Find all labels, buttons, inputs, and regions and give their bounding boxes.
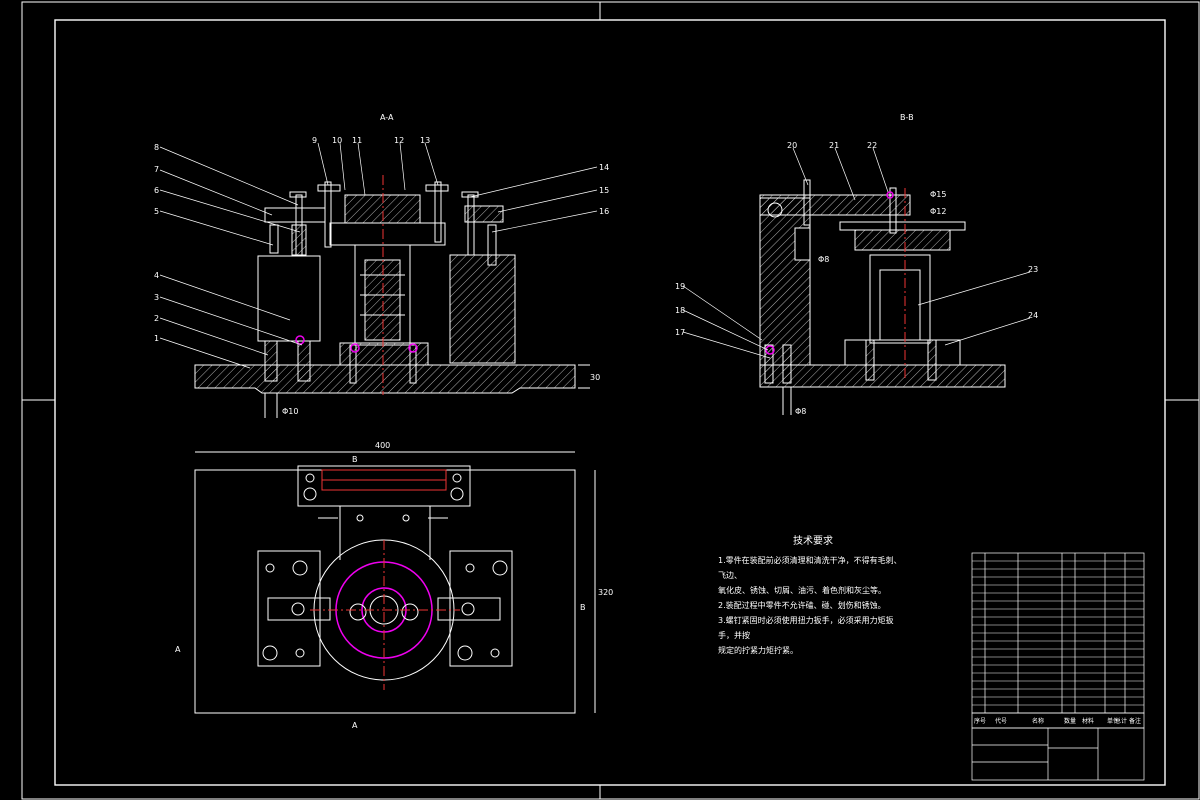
svg-text:单件: 单件 bbox=[1107, 717, 1119, 725]
part-number: 7 bbox=[154, 165, 159, 174]
dimension-fit: Φ10 bbox=[282, 407, 298, 416]
plan-view bbox=[194, 451, 596, 714]
part-number: 5 bbox=[154, 207, 159, 216]
dimension-width: 400 bbox=[375, 441, 390, 450]
dimension-fit: Φ15 bbox=[930, 190, 946, 199]
part-number: 21 bbox=[829, 141, 839, 150]
leaders-main bbox=[159, 142, 598, 369]
part-number: 14 bbox=[599, 163, 609, 172]
tech-note-line: 氧化皮、锈蚀、切屑、油污、着色剂和灰尘等。 bbox=[718, 586, 886, 595]
part-number: 15 bbox=[599, 186, 609, 195]
dimension-fit: Φ8 bbox=[795, 407, 806, 416]
title-block bbox=[971, 552, 1145, 781]
part-number: 12 bbox=[394, 136, 404, 145]
part-number: 24 bbox=[1028, 311, 1038, 320]
section-mark: A bbox=[175, 645, 181, 654]
dimension-fit: Φ8 bbox=[818, 255, 829, 264]
part-number: 18 bbox=[675, 306, 685, 315]
part-number: 17 bbox=[675, 328, 685, 337]
sheet-border bbox=[21, 1, 1200, 800]
part-number: 11 bbox=[352, 136, 362, 145]
svg-text:代号: 代号 bbox=[995, 717, 1007, 725]
dimension-base: 30 bbox=[590, 373, 600, 382]
part-number: 23 bbox=[1028, 265, 1038, 274]
text-labels: A-A B-B A A B B 8 7 6 5 4 3 2 1 9 10 11 … bbox=[154, 113, 1038, 730]
svg-text:总计: 总计 bbox=[1115, 717, 1127, 725]
tech-note-line: 3.螺钉紧固时必须使用扭力扳手，必须采用力矩扳手，并按 bbox=[718, 616, 894, 640]
part-number: 22 bbox=[867, 141, 877, 150]
section-mark: B bbox=[352, 455, 358, 464]
view-label-side: B-B bbox=[900, 113, 914, 122]
part-number: 10 bbox=[332, 136, 342, 145]
part-number: 13 bbox=[420, 136, 430, 145]
part-number: 8 bbox=[154, 143, 159, 152]
part-number: 1 bbox=[154, 334, 159, 343]
dimension-fit: Φ12 bbox=[930, 207, 946, 216]
part-number: 3 bbox=[154, 293, 159, 302]
svg-text:数量: 数量 bbox=[1064, 717, 1076, 725]
part-number: 16 bbox=[599, 207, 609, 216]
svg-text:材料: 材料 bbox=[1082, 717, 1094, 725]
title-block-header: 序号 代号 名称 数量 材料 单件 总计 备注 bbox=[974, 717, 1141, 725]
part-number: 9 bbox=[312, 136, 317, 145]
technical-requirements: 技术要求 1.零件在装配前必须清理和清洗干净，不得有毛刺、飞边、 氧化皮、锈蚀、… bbox=[718, 534, 908, 658]
leaders-side bbox=[682, 147, 1031, 359]
svg-text:序号: 序号 bbox=[974, 717, 986, 725]
part-number: 2 bbox=[154, 314, 159, 323]
svg-text:名称: 名称 bbox=[1032, 717, 1044, 725]
svg-text:备注: 备注 bbox=[1129, 717, 1141, 725]
main-section-view bbox=[194, 175, 590, 418]
part-number: 6 bbox=[154, 186, 159, 195]
tech-notes-title: 技术要求 bbox=[793, 536, 833, 547]
dimension-height: 320 bbox=[598, 588, 613, 597]
part-number: 4 bbox=[154, 271, 159, 280]
part-number: 19 bbox=[675, 282, 685, 291]
view-label-main: A-A bbox=[380, 113, 394, 122]
part-number: 20 bbox=[787, 141, 797, 150]
tech-note-line: 2.装配过程中零件不允许磕、碰、划伤和锈蚀。 bbox=[718, 601, 886, 610]
section-mark: B bbox=[580, 603, 586, 612]
parts-list-rows bbox=[972, 560, 1144, 706]
tech-note-line: 1.零件在装配前必须清理和清洗干净，不得有毛刺、飞边、 bbox=[718, 556, 902, 580]
section-mark: A bbox=[352, 721, 358, 730]
tech-note-line: 规定的拧紧力矩拧紧。 bbox=[718, 646, 798, 655]
side-section-view bbox=[759, 179, 1006, 415]
